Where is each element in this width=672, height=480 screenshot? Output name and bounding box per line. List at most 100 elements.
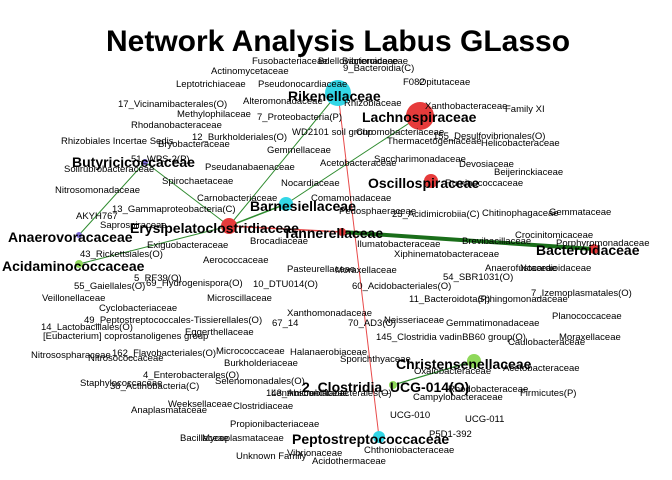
taxon-label: Oxalobacteraceae [414, 366, 491, 377]
taxon-label: Acetobacteraceae [503, 363, 580, 374]
taxon-label: Porphyromonadaceae [556, 238, 649, 249]
taxon-label: Bdellovibrionaceae [318, 56, 398, 67]
taxon-label: 54_SBR1031(O) [443, 272, 513, 283]
taxon-label: Anaerofustaceae [485, 263, 557, 274]
taxon-label: Opitutaceae [419, 77, 470, 88]
edge [337, 92, 380, 438]
taxon-label: Acidothermaceae [312, 456, 386, 467]
taxon-label: Caulobacteraceae [508, 337, 585, 348]
taxon-label: 51_WPS-2(P) [131, 154, 190, 165]
edge [285, 115, 421, 205]
taxon-label: P5D1-392 [429, 429, 472, 440]
node-christensenellaceae [467, 354, 481, 368]
taxon-label: F082 [403, 77, 425, 88]
taxon-label: Clostridiaceae [233, 401, 293, 412]
taxon-label: Xiphinematobacteraceae [394, 249, 499, 260]
taxon-label: Lentimicrobiaceae [271, 388, 348, 399]
taxon-label: Rhodanobacteraceae [131, 120, 222, 131]
node-anaerovoracaceae [76, 232, 82, 238]
node-oscillospiraceae [424, 174, 438, 188]
node-layer [75, 80, 599, 443]
taxon-label: 49_Peptostreptococcales-Tissierellales(O… [84, 315, 262, 326]
taxon-label: Rhizobiales Incertae Sedis [61, 136, 174, 147]
taxon-label: Veillonellaceae [42, 293, 105, 304]
taxon-label: Alteromonadaceae [243, 96, 323, 107]
label-butyricicoccaceae: Butyricicoccaceae [72, 154, 195, 170]
taxon-label: 7_Izemoplasmatales(O) [531, 288, 632, 299]
label-peptostreptococcaceae: Peptostreptococcaceae [292, 431, 449, 447]
taxon-label: Devosiaceae [459, 159, 514, 170]
taxon-label: 162_Flavobacteriales(O) [112, 348, 216, 359]
taxon-label: 69_Hydrogenispora(O) [146, 278, 243, 289]
taxon-label: Staphylococcaceae [80, 378, 162, 389]
edge [144, 161, 230, 227]
taxon-label: Microscillaceae [207, 293, 272, 304]
taxon-label: 145_Clostridia vadinBB60 group(O) [376, 332, 526, 343]
taxon-labels: Fusobacteriaceae Bdellovibrionaceae Bact… [31, 56, 649, 467]
taxon-label: Cyclobacteriaceae [99, 303, 177, 314]
node-rikenellaceae [325, 80, 351, 106]
label-christensenellaceae: Christensenellaceae [396, 356, 532, 372]
edge [78, 225, 230, 265]
taxon-label: Comamonadaceae [311, 193, 391, 204]
taxon-label: UCG-010 [390, 410, 430, 421]
node-acidaminococcaceae [75, 260, 83, 268]
taxon-label: 55_Gaiellales(O) [74, 281, 145, 292]
taxon-label: Anaplasmataceae [131, 405, 207, 416]
taxon-label: Nocardioidaceae [520, 263, 591, 274]
taxon-label: 10_DTU014(O) [253, 279, 318, 290]
taxon-label: Crocinitomicaceae [515, 230, 593, 241]
taxon-label: 7_Proteobacteria(P) [257, 112, 342, 123]
node-erysipelatoclostridiaceae [221, 218, 237, 234]
taxon-label: Unknown Family [236, 451, 306, 462]
taxon-label: Pseudonocardiaceae [258, 79, 347, 90]
taxon-label: Weeksellaceae [168, 399, 232, 410]
taxon-label: 4_Enterobacterales(O) [143, 370, 239, 381]
label-tannerellaceae: Tannerellaceae [283, 225, 383, 241]
node-tannerellaceae [338, 228, 346, 236]
taxon-label: UCG-011 [465, 414, 504, 425]
edge [228, 225, 343, 233]
taxon-label: AKYH767 [76, 211, 118, 222]
edge [228, 203, 287, 227]
taxon-label: Firmicutes(P) [520, 388, 576, 399]
taxon-label: Leptotrichiaceae [176, 79, 246, 90]
taxon-label: 43_Rickettsiales(O) [80, 249, 163, 260]
taxon-label: Methylophilaceae [177, 109, 251, 120]
taxon-label: Brevibacillaceae [462, 236, 531, 247]
edge [228, 92, 339, 227]
taxon-label: Rhizobiaceae [344, 98, 402, 109]
taxon-label: Bacillaceae [180, 433, 229, 444]
taxon-label: Chthoniobacteraceae [364, 445, 454, 456]
taxon-label: Vibrionaceae [287, 448, 342, 459]
taxon-label: Exiguobacteraceae [147, 240, 228, 251]
taxon-label: 9_Bacteroidia(C) [343, 63, 414, 74]
label-lachnospiraceae: Lachnospiraceae [362, 109, 477, 125]
taxon-label: Planococcaceae [552, 311, 622, 322]
taxon-label: Nocardiaceae [281, 178, 340, 189]
taxon-label: Ruminococcaceae [445, 178, 523, 189]
taxon-label: Gemmatimonadaceae [446, 318, 539, 329]
taxon-label: Xanthobacteraceae [425, 101, 507, 112]
edge [392, 360, 475, 386]
taxon-label: 143_Absconditabacterales(O) [266, 388, 392, 399]
taxon-label: Gemmataceae [549, 207, 611, 218]
label-bacteroidaceae: Bacteroidaceae [536, 242, 640, 258]
taxon-label: Moraxellaceae [335, 265, 397, 276]
taxon-label: 5_RF39(O) [134, 273, 182, 284]
taxon-label: 12_Burkholderiales(O) [192, 132, 287, 143]
taxon-label: 155_Desulfovibrionales(O) [433, 131, 545, 142]
taxon-label: 67_14 [272, 318, 298, 329]
taxon-label: Halanaerobiaceae [290, 347, 367, 358]
taxon-label: Fusobacteriaceae [252, 56, 328, 67]
node-peptostreptococcaceae [373, 431, 385, 443]
edge-layer [78, 92, 595, 438]
taxon-label: Nitrosomonadaceae [55, 185, 140, 196]
taxon-label: Thermacetogeniaceae [387, 136, 482, 147]
taxon-label: Eggerthellaceae [185, 327, 254, 338]
taxon-label: Nitrosospharaceae [31, 350, 111, 361]
taxon-label: Sphingomonadaceae [478, 294, 568, 305]
taxon-label: Nitrosococcaceae [88, 353, 164, 364]
taxon-label: Bacteroidaceae [342, 56, 408, 67]
